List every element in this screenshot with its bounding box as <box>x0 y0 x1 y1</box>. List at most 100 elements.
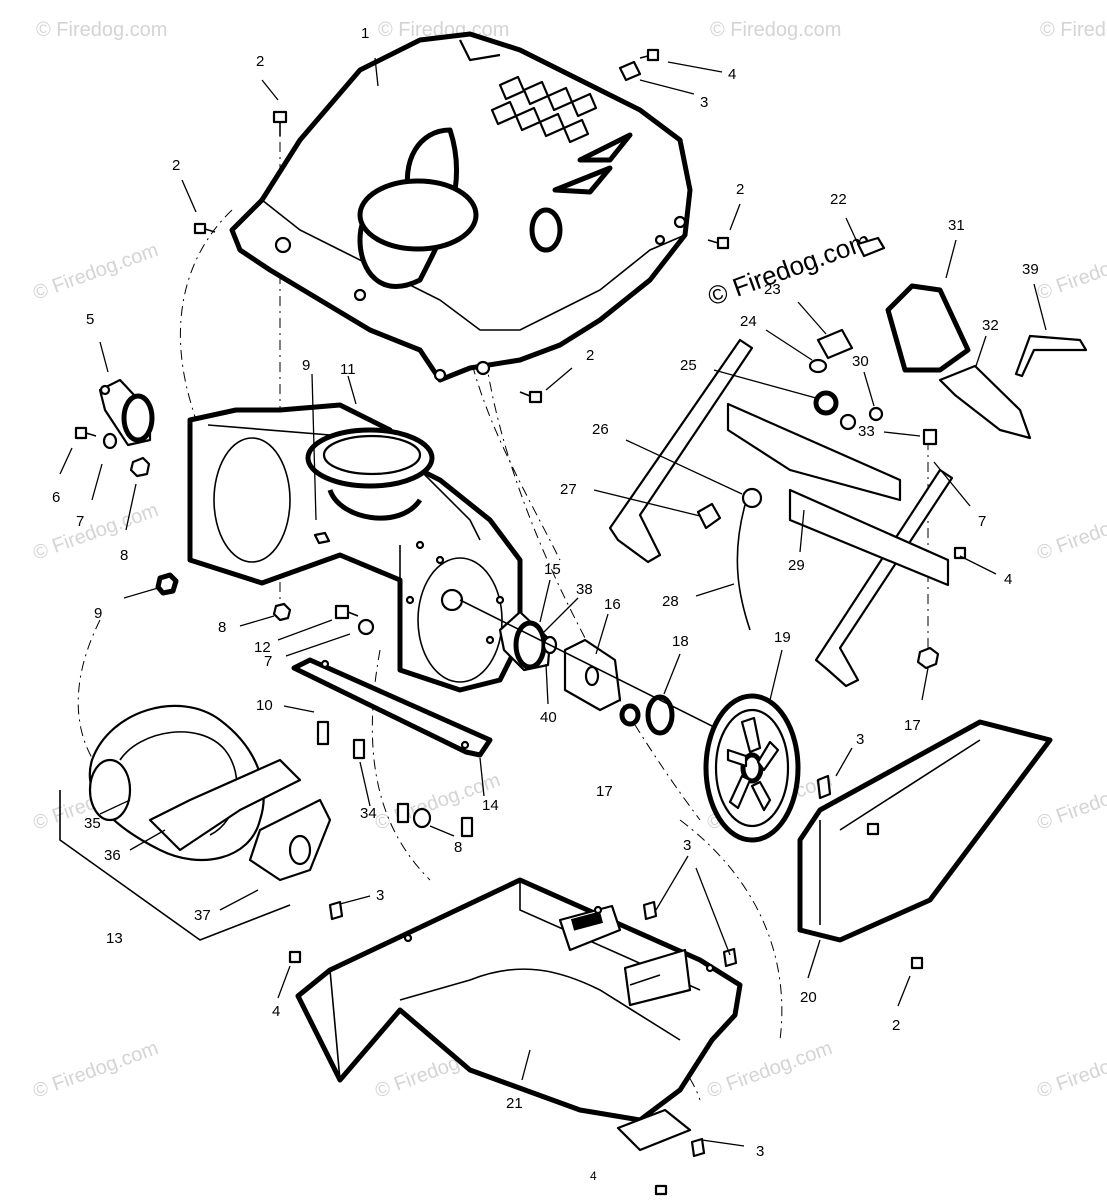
side-panel-shell <box>797 719 1053 943</box>
callout-label: 31 <box>948 217 965 234</box>
callout-label: 8 <box>120 547 128 564</box>
bezel <box>816 328 854 360</box>
nut <box>272 602 292 622</box>
leader <box>593 489 701 517</box>
callout-label: 3 <box>376 887 384 904</box>
rivet <box>485 635 495 645</box>
watermark: © Firedog.com <box>36 19 167 41</box>
housing-chute-inner <box>322 434 422 476</box>
screw <box>866 822 880 836</box>
callout-label: 21 <box>506 1095 523 1112</box>
callout-label: 8 <box>454 839 462 856</box>
callout-label: 26 <box>592 421 609 438</box>
spacer <box>645 694 675 736</box>
wire <box>736 504 751 631</box>
screw <box>193 222 216 235</box>
auger-gear-case <box>248 798 332 882</box>
leader <box>897 975 911 1007</box>
leader <box>639 79 695 95</box>
nut <box>129 456 151 478</box>
callout-label: 2 <box>172 157 180 174</box>
screw <box>707 236 730 250</box>
washer <box>868 406 884 422</box>
clip <box>690 1137 706 1158</box>
bolt-shank <box>347 611 359 617</box>
leader <box>261 79 279 101</box>
watermark: © Firedog.com <box>710 19 841 41</box>
washer <box>357 618 375 636</box>
callout-label: 14 <box>482 797 499 814</box>
tray-shell <box>295 877 743 1123</box>
leader <box>429 825 455 837</box>
guide-line <box>485 359 701 821</box>
nut <box>412 807 432 829</box>
callout-label: 7 <box>76 513 84 530</box>
nut <box>313 531 331 545</box>
callout-label: 37 <box>194 907 211 924</box>
mount-hole <box>433 368 447 382</box>
callout-label: 34 <box>360 805 377 822</box>
callout-label: 3 <box>700 94 708 111</box>
rivet <box>705 963 715 973</box>
callout-label: 16 <box>604 596 621 613</box>
leader <box>543 597 579 633</box>
housing-bearing-hole <box>440 588 464 612</box>
bolt-head <box>74 426 88 440</box>
mount-hole <box>475 360 491 376</box>
callout-label: 27 <box>560 481 577 498</box>
callout-labels: 1 2 2 2 2 3 4 5 6 7 8 9 9 11 8 12 7 10 3… <box>52 25 1039 1160</box>
callout-label: 11 <box>340 361 356 378</box>
washer <box>102 432 118 450</box>
leader <box>59 447 73 475</box>
leader <box>797 301 827 335</box>
callout-label: 2 <box>736 181 744 198</box>
leader <box>1033 283 1047 331</box>
callout-label: 4 <box>1004 571 1012 588</box>
crossbar-top <box>726 402 902 502</box>
leader <box>359 761 371 807</box>
leader <box>545 367 573 391</box>
leader <box>729 203 741 231</box>
callout-label: 22 <box>830 191 847 208</box>
callout-label: 39 <box>1022 261 1039 278</box>
watermark: © Firedog.com <box>1034 769 1107 835</box>
ignition-key <box>856 236 886 258</box>
top-cover-edge <box>261 199 686 331</box>
callout-label: 18 <box>672 633 689 650</box>
leader-lines <box>59 57 1047 1147</box>
leader <box>99 341 109 373</box>
callout-label: 40 <box>540 709 557 726</box>
callout-label: 7 <box>264 653 272 670</box>
screw <box>639 48 660 62</box>
top-cover-opening <box>357 178 479 252</box>
callout-label: 24 <box>740 313 757 330</box>
callout-label: 35 <box>84 815 101 832</box>
shave-plate <box>291 657 493 758</box>
leader <box>374 57 379 87</box>
housing-side-disc <box>417 557 503 683</box>
mount-hole <box>654 234 666 246</box>
rivet <box>403 933 413 943</box>
bolt-shank <box>85 432 97 437</box>
leader <box>521 1049 531 1081</box>
part-handle-frame <box>608 236 1088 688</box>
part-side-panel <box>797 719 1053 970</box>
vent-triangle <box>577 132 633 163</box>
callout-label: 20 <box>800 989 817 1006</box>
leader <box>921 667 929 701</box>
clip <box>722 947 738 968</box>
side-panel-edge <box>819 739 981 925</box>
leader <box>595 613 609 655</box>
callout-label: 7 <box>978 513 986 530</box>
callout-label: 8 <box>218 619 226 636</box>
watermark: © Firedog.com <box>1034 1037 1107 1103</box>
leader <box>285 633 351 657</box>
leader <box>539 579 551 623</box>
screw <box>272 110 288 136</box>
callout-label: 28 <box>662 593 679 610</box>
housing-frame <box>187 402 523 693</box>
bolt-33 <box>922 428 938 446</box>
watermark: © Firedog.com <box>30 239 161 305</box>
callout-label: 17 <box>596 783 613 800</box>
